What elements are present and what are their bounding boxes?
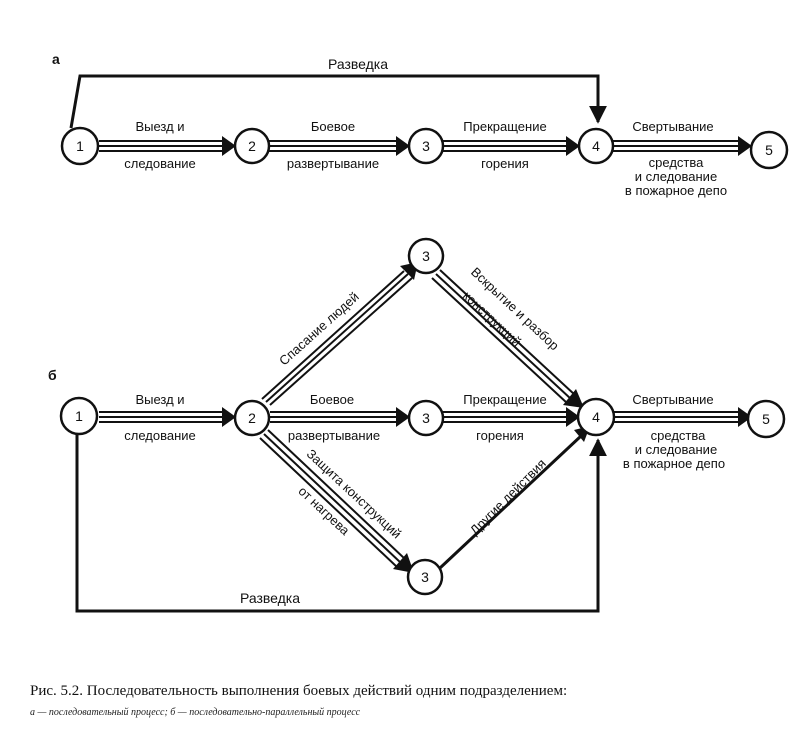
b-recon-arrow (75, 432, 607, 613)
panel-label-b: б (48, 367, 57, 383)
b-node-4: 4 (576, 397, 616, 437)
a-label-4-5-top: Свертывание (632, 119, 713, 134)
a-edge-1-2 (99, 136, 236, 156)
b-label-4-5-l2: и следование (635, 442, 717, 457)
b-node-5: 5 (746, 399, 786, 439)
panel-label-a: а (52, 51, 60, 67)
a-label-2-3-top: Боевое (311, 119, 355, 134)
b-label-1-2-top: Выезд и (135, 392, 184, 407)
a-node-5: 5 (749, 130, 789, 170)
a-label-4-5-l1: средства (649, 155, 704, 170)
a-label-4-5-l2: и следование (635, 169, 717, 184)
b-edge-up-4 (431, 269, 584, 408)
a-node-3: 3 (407, 127, 445, 165)
b-edge-2-up (261, 262, 418, 406)
svg-text:3: 3 (421, 569, 429, 585)
b-edge-4-5 (613, 407, 752, 427)
a-label-3-4-bottom: горения (481, 156, 529, 171)
svg-text:1: 1 (76, 138, 84, 154)
b-node-3-mid: 3 (407, 399, 445, 437)
b-label-2-mid-bottom: развертывание (288, 428, 380, 443)
b-label-mid-4-top: Прекращение (463, 392, 546, 407)
a-label-1-2-top: Выезд и (135, 119, 184, 134)
a-label-3-4-top: Прекращение (463, 119, 546, 134)
b-label-4-5-l1: средства (651, 428, 706, 443)
b-label-2-mid-top: Боевое (310, 392, 354, 407)
figure-caption: Рис. 5.2. Последовательность выполнения … (30, 683, 568, 699)
svg-text:4: 4 (592, 409, 600, 425)
svg-text:5: 5 (762, 411, 770, 427)
b-label-down-4: Другие действия (467, 456, 549, 538)
b-node-2: 2 (233, 399, 271, 437)
svg-text:3: 3 (422, 138, 430, 154)
a-label-2-3-bottom: развертывание (287, 156, 379, 171)
b-edge-mid-4 (443, 407, 580, 427)
b-recon-label: Разведка (240, 590, 300, 606)
a-node-1: 1 (60, 126, 100, 166)
b-label-4-5-top: Свертывание (632, 392, 713, 407)
b-node-3-top: 3 (407, 237, 445, 275)
a-recon-label: Разведка (328, 56, 388, 72)
svg-text:2: 2 (248, 138, 256, 154)
svg-text:2: 2 (248, 410, 256, 426)
b-node-3-bottom: 3 (406, 558, 444, 596)
svg-text:3: 3 (422, 410, 430, 426)
figure-subcaption: а — последовательный процесс; б — послед… (30, 707, 361, 718)
a-recon-arrow (69, 74, 607, 129)
a-edge-2-3 (269, 136, 410, 156)
b-edge-2-down (259, 429, 414, 573)
b-label-1-2-bottom: следование (124, 428, 196, 443)
a-edge-3-4 (443, 136, 580, 156)
b-label-mid-4-bottom: горения (476, 428, 524, 443)
a-node-4: 4 (577, 127, 615, 165)
b-label-4-5-l3: в пожарное депо (623, 456, 725, 471)
a-label-4-5-l3: в пожарное депо (625, 183, 727, 198)
svg-text:4: 4 (592, 138, 600, 154)
b-label-2-up: Спасание людей (276, 289, 362, 368)
a-label-1-2-bottom: следование (124, 156, 196, 171)
svg-text:3: 3 (422, 248, 430, 264)
svg-text:1: 1 (75, 408, 83, 424)
a-node-2: 2 (233, 127, 271, 165)
b-edge-2-mid (270, 407, 410, 427)
b-edge-1-2 (99, 407, 236, 427)
svg-text:5: 5 (765, 142, 773, 158)
a-edge-4-5 (613, 136, 752, 156)
b-node-1: 1 (59, 396, 99, 436)
